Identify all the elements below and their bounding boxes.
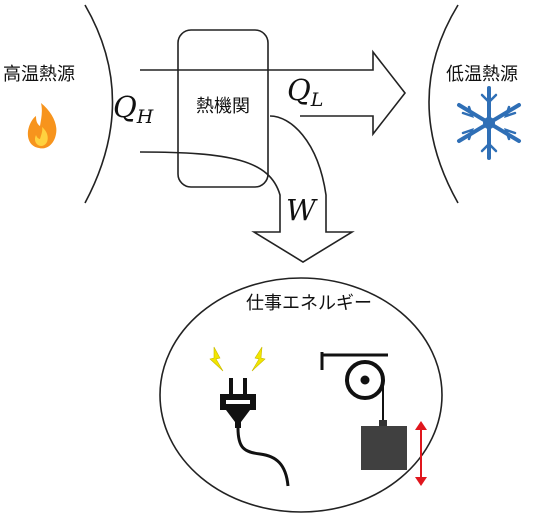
cold-source-label: 低温熱源 (446, 64, 518, 85)
heat-flow-arrow (140, 49, 407, 137)
vertical-motion-arrow (415, 421, 427, 486)
pulley-icon (320, 352, 407, 470)
engine-box (177, 29, 269, 188)
work-symbol: W (286, 193, 318, 227)
heat-out-symbol: QL (287, 73, 323, 111)
work-flow-path (139, 115, 355, 263)
snowflake-icon (457, 86, 521, 160)
hot-reservoir-boundary (84, 4, 114, 204)
plug-icon (209, 346, 290, 487)
work-energy-ellipse (159, 277, 443, 513)
engine-label: 熱機関 (196, 96, 250, 117)
cold-reservoir-boundary (428, 4, 459, 204)
flame-icon (27, 103, 57, 149)
work-energy-title: 仕事エネルギー (246, 293, 372, 314)
heat-in-symbol: QH (113, 90, 154, 128)
hot-source-label: 高温熱源 (3, 64, 75, 85)
